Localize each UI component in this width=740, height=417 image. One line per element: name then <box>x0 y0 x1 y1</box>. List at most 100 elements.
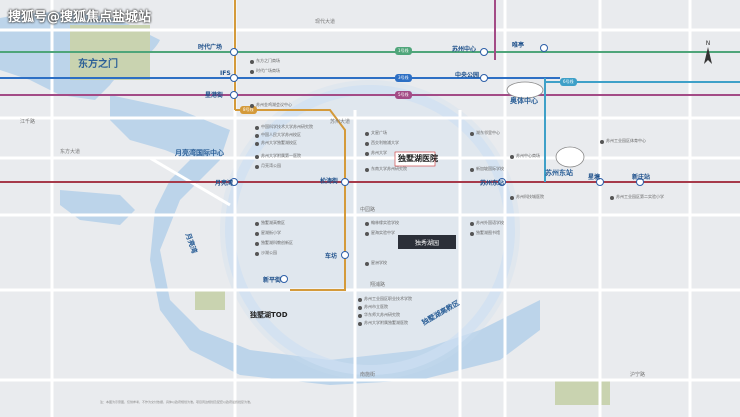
metro-icon <box>280 275 288 283</box>
poi-label: 苏州中心商场 <box>516 153 540 158</box>
poi-icon <box>255 155 259 159</box>
poi-icon <box>255 242 259 246</box>
poi-label: 苏州大学独墅湖校区 <box>261 140 297 145</box>
station-label: 新平街 <box>263 277 282 284</box>
small-lake <box>60 190 135 225</box>
metro-icon <box>596 178 604 186</box>
station-label: 星港街 <box>205 92 224 99</box>
poi-icon <box>365 152 369 156</box>
road-label: 中园路 <box>360 207 376 213</box>
road-label: 东方大道 <box>60 149 81 155</box>
poi-icon <box>470 222 474 226</box>
stadium-icon <box>555 146 585 168</box>
poi-icon <box>255 165 259 169</box>
station-label: 中央公园 <box>455 72 480 79</box>
station-label: IFS <box>220 70 231 77</box>
poi-icon <box>358 322 362 326</box>
poi-label: 星洲学校 <box>371 260 387 265</box>
poi-icon <box>610 196 614 200</box>
line-badge: 5号线 <box>395 91 412 99</box>
poi-label: 苏州市立医院 <box>364 304 388 309</box>
area-label: 东方之门 <box>78 59 118 70</box>
metro-icon <box>480 74 488 82</box>
poi-icon <box>365 232 369 236</box>
poi-label: 独墅湖科教创新区 <box>261 240 293 245</box>
road-label: 南施街 <box>360 372 376 378</box>
footnote: 注：本图为示意图，仅供参考，不作为交付依据，具体以政府规划为准。项目周边规划及配… <box>100 400 254 404</box>
poi-icon <box>358 306 362 310</box>
poi-icon <box>250 70 254 74</box>
stadium-icon <box>506 81 544 99</box>
metro-icon <box>498 178 506 186</box>
poi-icon <box>365 222 369 226</box>
area-label: 苏州东站 <box>545 169 573 177</box>
line-badge: 8号线 <box>240 106 257 114</box>
road-label: 翔浦路 <box>370 282 386 288</box>
project-highlight <box>394 151 436 167</box>
poi-label: 苏州大学附属第一医院 <box>261 153 301 158</box>
road-label: 江千路 <box>20 119 36 125</box>
line-badge: 6号线 <box>560 78 577 86</box>
metro-icon <box>230 74 238 82</box>
poi-label: 星海实验中学 <box>371 230 395 235</box>
road-label: 现代大道 <box>315 19 336 25</box>
poi-label: 翰林缘实验学校 <box>371 220 399 225</box>
poi-icon <box>510 155 514 159</box>
metro-icon <box>636 178 644 186</box>
poi-icon <box>358 314 362 318</box>
poi-label: 新加坡国际学校 <box>476 166 504 171</box>
poi-label: 中国人民大学苏州校区 <box>261 132 301 137</box>
poi-icon <box>255 232 259 236</box>
poi-icon <box>365 142 369 146</box>
poi-icon <box>358 298 362 302</box>
poi-icon <box>255 142 259 146</box>
poi-label: 苏州大学附属独墅湖医院 <box>364 320 408 325</box>
poi-label: 沙湖公园 <box>261 250 277 255</box>
poi-icon <box>255 222 259 226</box>
road-label: 沪宁路 <box>630 372 646 378</box>
poi-label: 苏州金鸡湖会议中心 <box>256 102 292 107</box>
poi-label: 苏州科技城医院 <box>516 194 544 199</box>
line-badge: 1号线 <box>395 47 412 55</box>
line-badge: 3号线 <box>395 74 412 82</box>
poi-icon <box>510 196 514 200</box>
poi-label: 东方之门商场 <box>256 58 280 63</box>
station-label: 苏州东站 <box>480 180 505 187</box>
poi-label: 月亮湾公园 <box>261 163 281 168</box>
poi-label: 中国科学技术大学苏州研究院 <box>261 124 313 129</box>
station-label: 时代广场 <box>198 44 223 51</box>
poi-icon <box>255 126 259 130</box>
station-label: 车坊 <box>325 253 338 260</box>
poi-icon <box>255 252 259 256</box>
area-label: 奥体中心 <box>510 97 538 105</box>
poi-label: 独墅湖高教区 <box>261 220 285 225</box>
range-ring <box>220 80 520 380</box>
metro-icon <box>230 48 238 56</box>
poi-label: 独墅湖图书馆 <box>476 230 500 235</box>
range-ring <box>225 85 515 375</box>
poi-icon <box>365 262 369 266</box>
poi-icon <box>470 132 474 136</box>
poi-icon <box>600 140 604 144</box>
poi-icon <box>255 134 259 138</box>
area-label: 独墅湖TOD <box>250 311 288 319</box>
metro-line-orange <box>235 109 346 291</box>
poi-label: 苏州外国语学校 <box>476 220 504 225</box>
station-label: 松涛街 <box>320 178 339 185</box>
metro-icon <box>341 178 349 186</box>
compass-icon: N <box>704 40 712 64</box>
project-logo: 独秀湖园 <box>398 235 456 249</box>
poi-icon <box>470 168 474 172</box>
poi-label: 西交利物浦大学 <box>371 140 399 145</box>
poi-label: 华东师大苏州研究院 <box>364 312 400 317</box>
station-label: 苏州中心 <box>452 46 477 53</box>
road-label: 苏州大道 <box>330 119 351 125</box>
green-block <box>195 290 225 310</box>
poi-icon <box>250 104 254 108</box>
station-label: 月亮湾 <box>215 180 234 187</box>
poi-label: 苏州工业园区职业技术学院 <box>364 296 412 301</box>
poi-label: 苏州工业园区第二实验小学 <box>616 194 664 199</box>
